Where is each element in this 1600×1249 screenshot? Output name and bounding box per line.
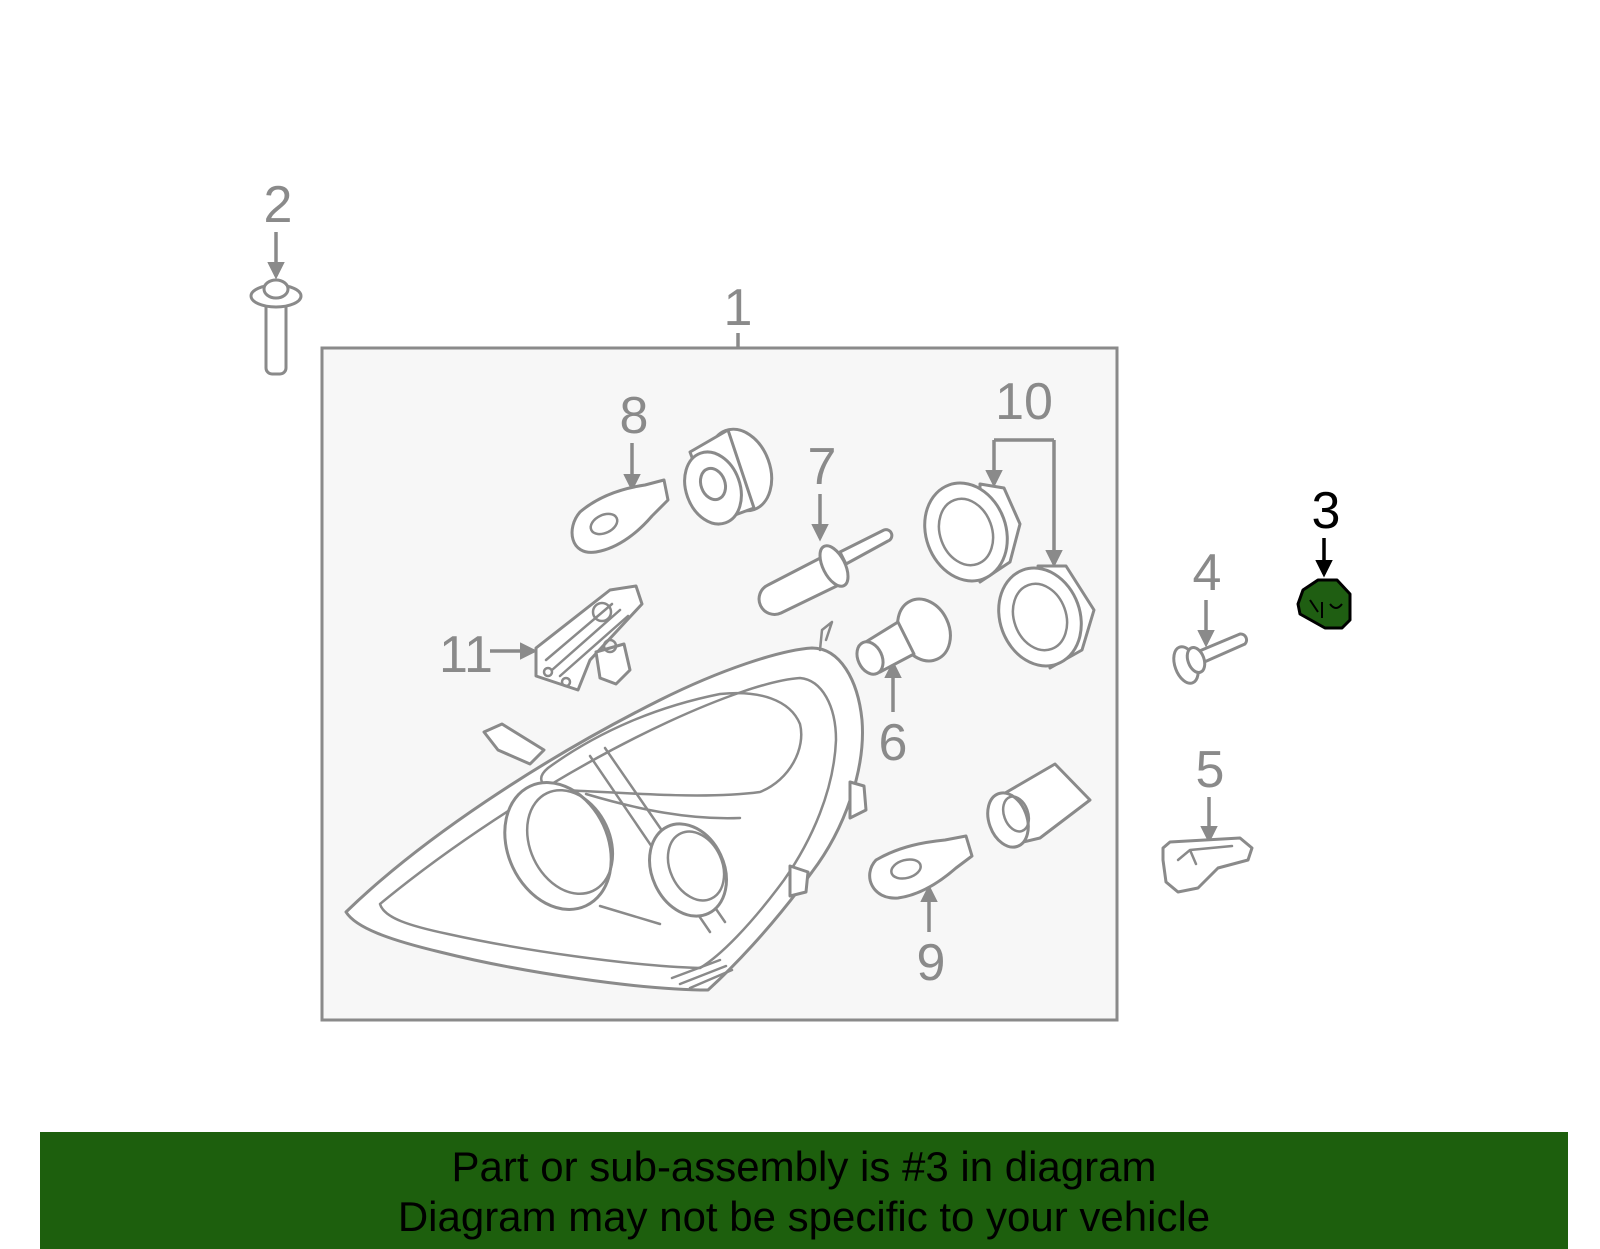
part-2-bolt[interactable] [249,278,303,376]
part-3-clip[interactable] [1296,578,1352,630]
part-8-bulb[interactable] [570,478,670,554]
callout-6[interactable]: 6 [879,714,908,772]
callout-1[interactable]: 1 [724,279,753,337]
part-9-socket[interactable] [981,762,1092,853]
callout-11[interactable]: 11 [439,626,493,684]
part-9-bulb[interactable] [868,834,974,900]
callout-3[interactable]: 3 [1312,482,1341,540]
callout-2[interactable]: 2 [264,176,293,234]
part-4-screw[interactable] [1169,632,1248,687]
part-8-socket[interactable] [675,420,783,532]
part-5-bracket[interactable] [1161,836,1254,894]
callout-8[interactable]: 8 [620,387,649,445]
info-banner: Part or sub-assembly is #3 in diagram Di… [40,1132,1568,1249]
part-6-bulb[interactable] [852,590,960,678]
part-7-bulb[interactable] [757,528,894,616]
callout-7[interactable]: 7 [808,438,837,496]
part-10-socket-b[interactable] [985,556,1096,677]
part-11-actuator[interactable] [534,584,644,692]
callout-9[interactable]: 9 [917,934,946,992]
part-10-socket-a[interactable] [911,471,1022,592]
callout-10[interactable]: 10 [995,373,1053,431]
callout-4[interactable]: 4 [1193,544,1222,602]
callout-5[interactable]: 5 [1196,741,1225,799]
banner-line-2: Diagram may not be specific to your vehi… [397,1193,1211,1240]
banner-line-1: Part or sub-assembly is #3 in diagram [451,1143,1157,1190]
headlamp-assembly[interactable] [344,620,868,992]
